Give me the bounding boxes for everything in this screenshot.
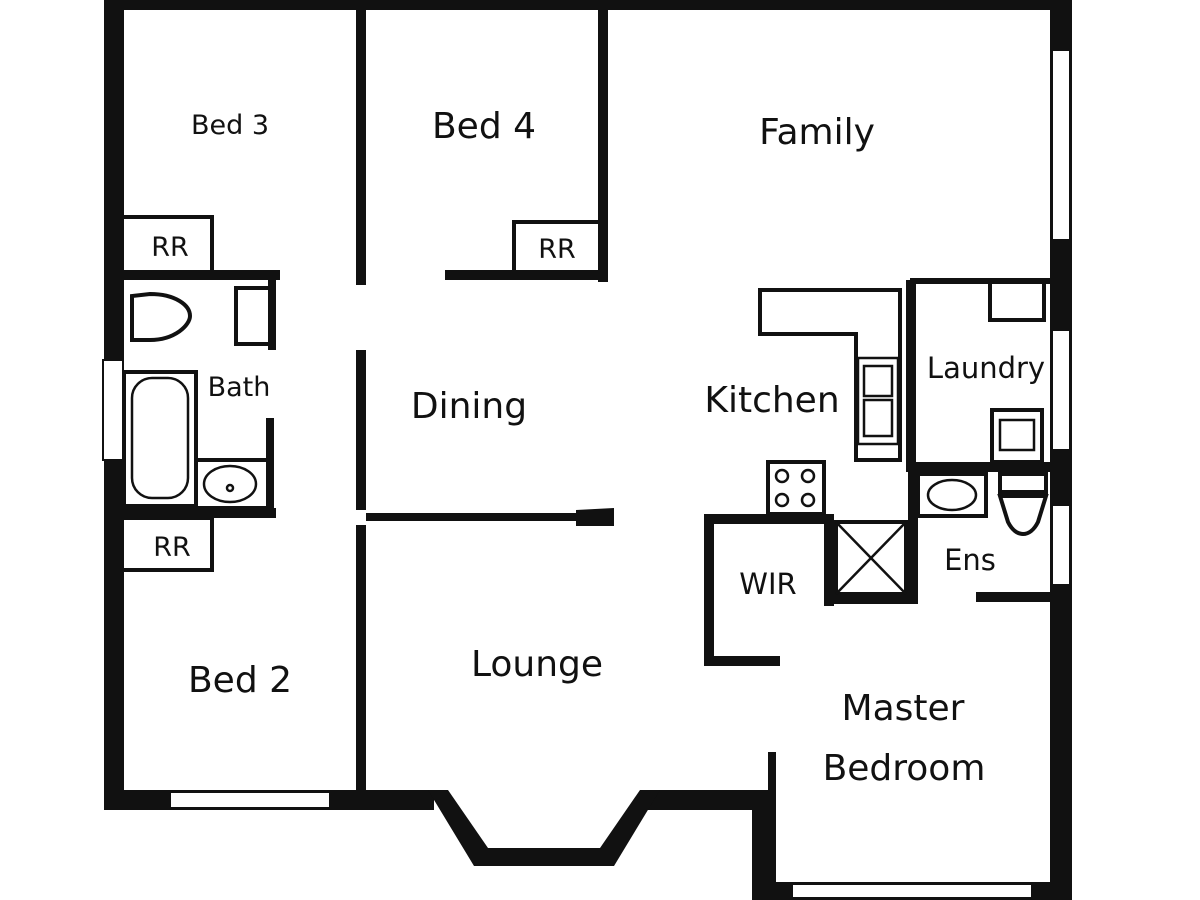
- room-label-master-line2: Bedroom: [823, 748, 986, 789]
- bench-outline: [758, 288, 902, 462]
- ensuite-fixtures: [834, 472, 1049, 596]
- kitchen-fixtures: [758, 288, 902, 516]
- sink-icon: [856, 356, 900, 446]
- robes: [120, 215, 602, 572]
- room-label-rr-bed3: RR: [151, 232, 189, 263]
- room-label-laundry: Laundry: [927, 351, 1045, 385]
- laundry-fixtures: [988, 280, 1046, 464]
- room-label-master-line1: Master: [842, 688, 965, 729]
- room-label-bed4: Bed 4: [432, 106, 536, 147]
- trough-icon: [990, 408, 1044, 464]
- room-label-bed3: Bed 3: [191, 110, 269, 141]
- ensuite-basin-icon: [916, 472, 988, 518]
- bath-fixtures: [122, 286, 274, 510]
- room-label-family: Family: [759, 112, 875, 153]
- room-label-lounge: Lounge: [471, 644, 603, 685]
- room-label-rr-bed2: RR: [153, 532, 191, 563]
- ensuite-toilet-icon: [997, 472, 1049, 536]
- toilet-icon: [130, 291, 193, 342]
- room-label-ens: Ens: [944, 543, 996, 577]
- room-label-rr-bed4: RR: [538, 234, 576, 265]
- room-label-bed2: Bed 2: [188, 660, 292, 701]
- room-label-wir: WIR: [739, 567, 796, 601]
- room-label-bath: Bath: [208, 372, 271, 403]
- room-labels: Bed 3 Bed 4 Family RR RR Bath RR Dining …: [151, 106, 1045, 789]
- room-label-kitchen: Kitchen: [704, 380, 839, 421]
- bathtub-icon: [122, 370, 198, 508]
- shower-icon: [834, 520, 908, 596]
- basin-icon: [194, 458, 270, 510]
- room-label-dining: Dining: [411, 386, 527, 427]
- cooktop-icon: [766, 460, 826, 516]
- windows: [102, 49, 1071, 899]
